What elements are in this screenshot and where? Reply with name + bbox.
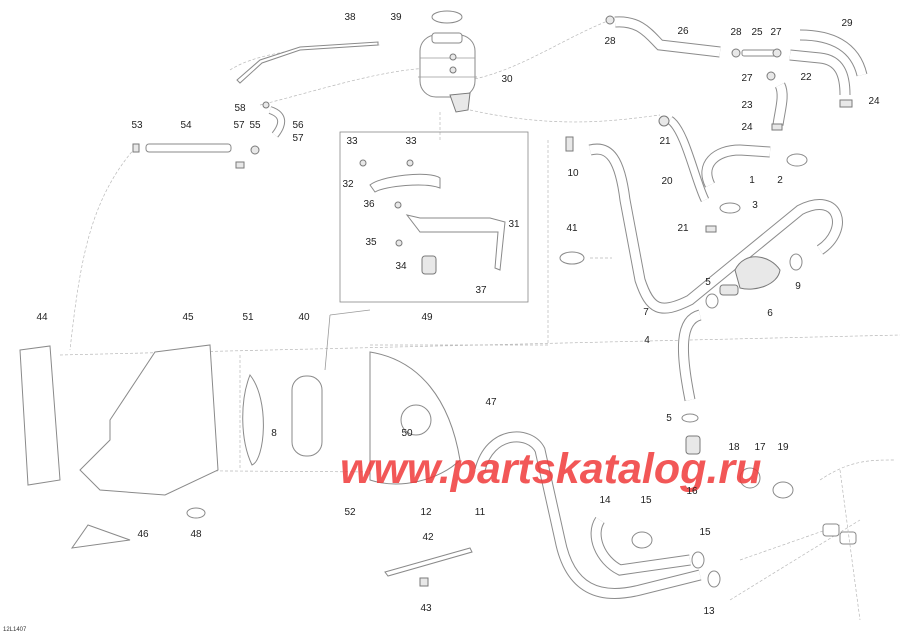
callout-c5b: 5 — [666, 413, 672, 424]
callout-c31: 31 — [508, 219, 520, 230]
bracket-detail-box — [339, 131, 529, 303]
drawing-code: 12L1407 — [3, 627, 27, 633]
callout-c23: 23 — [741, 100, 753, 111]
coolant-reservoir-tank — [418, 32, 477, 113]
callout-c51: 51 — [242, 312, 254, 323]
overflow-tube — [236, 41, 379, 84]
callout-c48: 48 — [190, 529, 202, 540]
hose-54 — [145, 143, 232, 153]
callout-c20: 20 — [661, 176, 673, 187]
callout-c37: 37 — [475, 285, 487, 296]
callout-c38: 38 — [344, 12, 356, 23]
callout-c2: 2 — [777, 175, 783, 186]
callout-c11: 11 — [474, 507, 486, 518]
callout-c33b: 33 — [405, 136, 417, 147]
callout-c24a: 24 — [868, 96, 880, 107]
callout-c17: 17 — [754, 442, 766, 453]
fan-motor-40 — [291, 375, 323, 457]
callout-c33a: 33 — [346, 136, 358, 147]
callout-c29: 29 — [841, 18, 853, 29]
clamp-41 — [559, 251, 585, 265]
callout-c43: 43 — [420, 603, 432, 614]
callout-c58: 58 — [234, 103, 246, 114]
radiator-44 — [19, 345, 61, 486]
callout-c57b: 57 — [292, 133, 304, 144]
callout-c41: 41 — [566, 223, 578, 234]
callout-c32: 32 — [342, 179, 354, 190]
callout-c50: 50 — [401, 428, 413, 439]
callout-c5a: 5 — [705, 277, 711, 288]
callout-c30: 30 — [501, 74, 513, 85]
cable-tie-42 — [384, 547, 473, 577]
callout-c35: 35 — [365, 237, 377, 248]
callout-c21b: 21 — [677, 223, 689, 234]
watermark: www.partskatalog.ru — [340, 445, 762, 493]
callout-c46: 46 — [137, 529, 149, 540]
callout-c28a: 28 — [604, 36, 616, 47]
callout-c25: 25 — [751, 27, 763, 38]
callout-c24b: 24 — [741, 122, 753, 133]
callout-c39: 39 — [390, 12, 402, 23]
callout-c4: 4 — [644, 335, 650, 346]
callout-c49: 49 — [421, 312, 433, 323]
callout-c27a: 27 — [770, 27, 782, 38]
callout-c9: 9 — [795, 281, 801, 292]
callout-c57a: 57 — [233, 120, 245, 131]
callout-c12: 12 — [420, 507, 432, 518]
callout-c6: 6 — [767, 308, 773, 319]
callout-c10: 10 — [567, 168, 579, 179]
callout-c13: 13 — [703, 606, 715, 617]
callout-c15a: 15 — [640, 495, 652, 506]
callout-c18: 18 — [728, 442, 740, 453]
reservoir-cap — [431, 10, 463, 24]
callout-c28b: 28 — [730, 27, 742, 38]
callout-c36: 36 — [363, 199, 375, 210]
callout-c42: 42 — [422, 532, 434, 543]
callout-c15b: 15 — [699, 527, 711, 538]
callout-c53: 53 — [131, 120, 143, 131]
callout-c56: 56 — [292, 120, 304, 131]
callout-c19: 19 — [777, 442, 789, 453]
callout-c45: 45 — [182, 312, 194, 323]
callout-c7: 7 — [643, 307, 649, 318]
callout-c8: 8 — [271, 428, 277, 439]
callout-c26: 26 — [677, 26, 689, 37]
callout-c54: 54 — [180, 120, 192, 131]
callout-c22: 22 — [800, 72, 812, 83]
callout-c55: 55 — [249, 120, 261, 131]
callout-c47: 47 — [485, 397, 497, 408]
callout-c14: 14 — [599, 495, 611, 506]
fan-shroud-45 — [79, 344, 219, 496]
callout-c16: 16 — [686, 486, 698, 497]
callout-c27b: 27 — [741, 73, 753, 84]
callout-c44: 44 — [36, 312, 48, 323]
callout-c52: 52 — [344, 507, 356, 518]
callout-c40: 40 — [298, 312, 310, 323]
callout-c21a: 21 — [659, 136, 671, 147]
callout-c34: 34 — [395, 261, 407, 272]
callout-c3: 3 — [752, 200, 758, 211]
callout-c1: 1 — [749, 175, 755, 186]
deflector-46 — [70, 524, 131, 549]
